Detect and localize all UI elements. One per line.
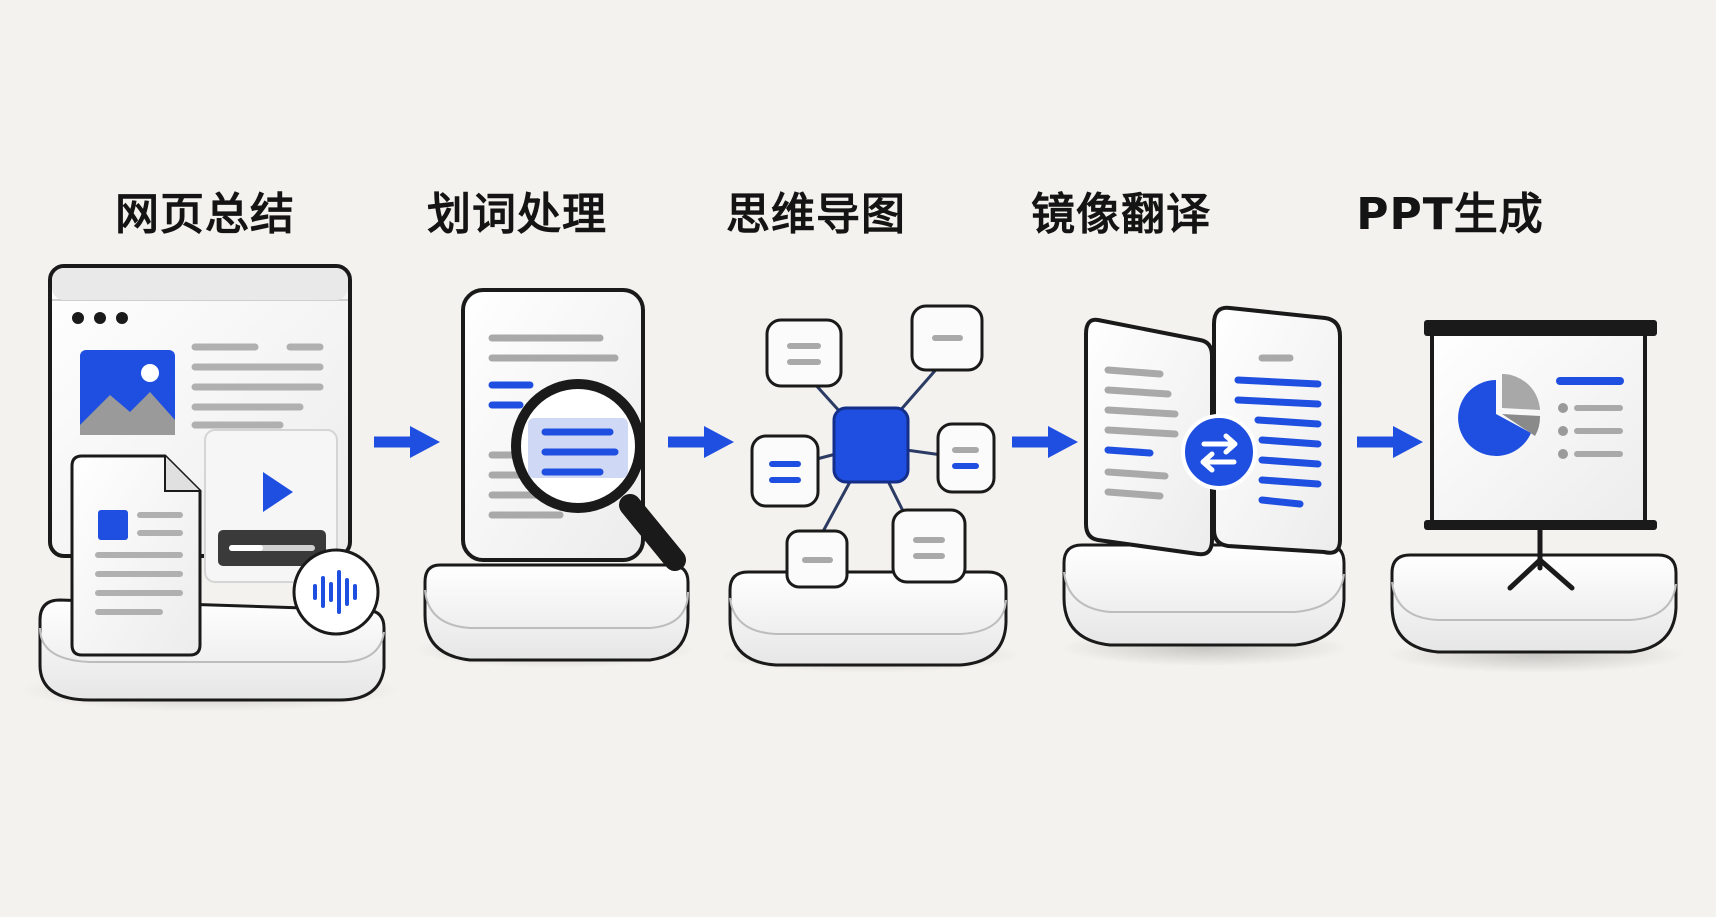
browser-text-lines [191, 343, 324, 429]
screen-bar-top [1424, 320, 1657, 336]
mind-map-icon [720, 304, 1020, 673]
document-icon [70, 454, 202, 657]
pedestal-base [728, 570, 1008, 667]
mind-map-node [936, 422, 996, 494]
pedestal-base [1390, 553, 1678, 654]
flow-arrow-3 [1012, 426, 1078, 458]
pie-chart-icon [1458, 373, 1541, 456]
video-card [204, 429, 338, 583]
flow-arrow-4 [1357, 426, 1423, 458]
text-selection-icon [415, 288, 695, 668]
play-icon [263, 472, 293, 512]
mirror-translate-icon [1060, 305, 1350, 666]
flow-arrow-2 [668, 426, 734, 458]
swap-arrows-icon [1181, 414, 1257, 490]
central-node [832, 406, 910, 484]
step-title-mirror-translate: 镜像翻译 [1031, 189, 1211, 240]
mind-map-node [765, 318, 843, 388]
mind-map-node [891, 508, 967, 584]
window-dot-icon [94, 312, 106, 324]
translated-page [1212, 305, 1342, 555]
magnifier-icon [511, 379, 686, 571]
mind-map-node [910, 304, 984, 372]
step-title-text-selection: 划词处理 [427, 189, 607, 240]
screen-bar-bottom [1424, 520, 1657, 530]
pedestal-base [1062, 543, 1346, 647]
step-title-ppt-generate: PPT生成 [1356, 189, 1544, 240]
window-dot-icon [116, 312, 128, 324]
ppt-generate-icon [1386, 320, 1686, 673]
pedestal-base [423, 563, 690, 662]
mind-map-node [785, 529, 849, 589]
step-title-webpage-summary: 网页总结 [115, 189, 295, 240]
audio-wave-icon [292, 548, 380, 636]
mind-map-node [750, 434, 820, 508]
webpage-summary-icon [20, 264, 400, 712]
flow-arrow-1 [374, 426, 440, 458]
legend-lines [1556, 377, 1624, 459]
window-dot-icon [72, 312, 84, 324]
step-title-mind-map: 思维导图 [726, 189, 906, 240]
image-icon [80, 350, 175, 435]
